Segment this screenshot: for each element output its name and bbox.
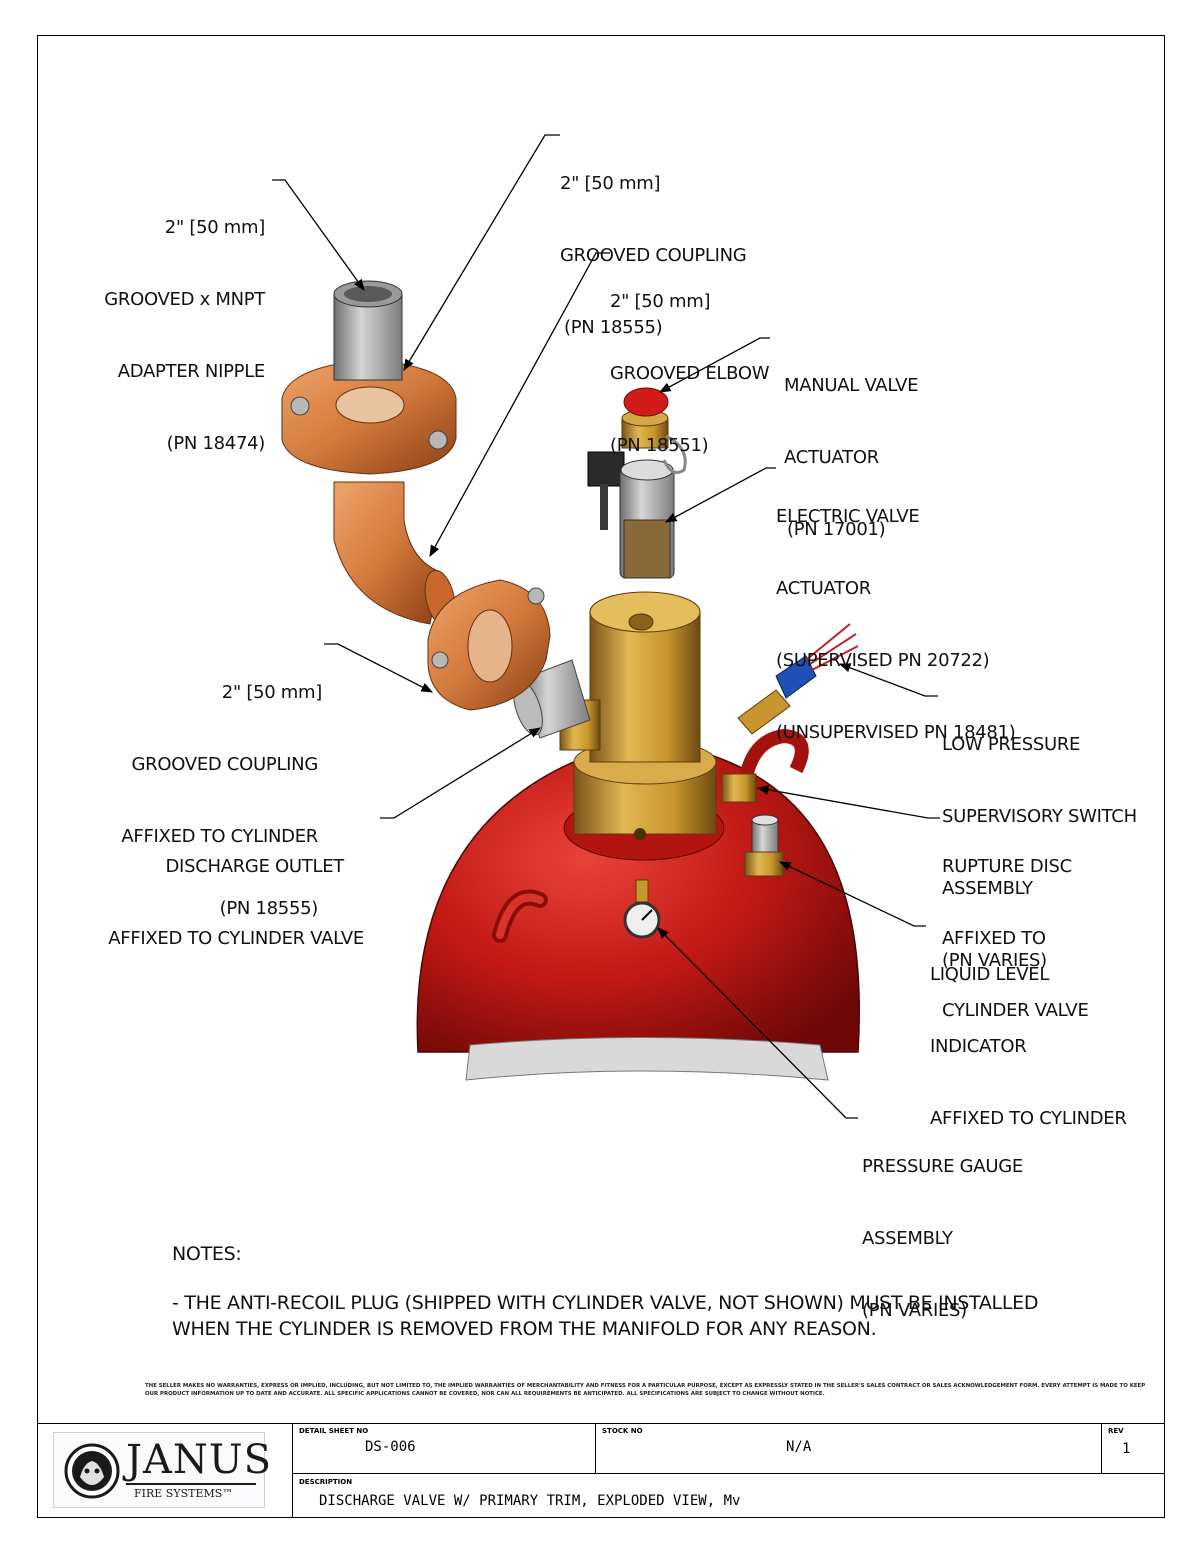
callout-line: (PN 17001) <box>787 519 886 540</box>
discharge-outlet-part <box>513 659 591 739</box>
electric-actuator-part <box>587 451 675 579</box>
callout-low-pressure-switch: LOW PRESSURE SUPERVISORY SWITCH ASSEMBLY… <box>942 685 1137 997</box>
callout-pressure-gauge: PRESSURE GAUGE ASSEMBLY (PN VARIES) <box>862 1107 1023 1347</box>
adapter-nipple-part <box>333 280 403 381</box>
notes-line: - THE ANTI-RECOIL PLUG (SHIPPED WITH CYL… <box>172 1292 1039 1314</box>
rev-value: 1 <box>1122 1441 1131 1457</box>
logo-wordmark: JANUS <box>126 1437 273 1483</box>
callout-line: GROOVED ELBOW <box>610 363 770 384</box>
callout-line: (UNSUPERVISED PN 18481) <box>776 722 1016 743</box>
callout-grooved-coupling: 2" [50 mm] GROOVED COUPLING (PN 18555) <box>560 124 747 364</box>
detail-sheet-value: DS-006 <box>365 1439 416 1455</box>
notes-heading: NOTES: <box>172 1243 242 1265</box>
red-tube <box>738 728 809 784</box>
callout-line: ADAPTER NIPPLE <box>117 361 266 382</box>
callout-line: (PN 18555) <box>564 317 663 338</box>
callout-line: (PN VARIES) <box>862 1300 967 1321</box>
drawing-sheet-border <box>37 35 1165 1518</box>
callout-line: AFFIXED TO <box>942 928 1046 949</box>
logo-underline <box>126 1483 256 1485</box>
callout-line: ACTUATOR <box>784 447 879 468</box>
valve-body <box>559 591 717 840</box>
callout-grooved-elbow: 2" [50 mm] GROOVED ELBOW (PN 18551) <box>610 242 770 482</box>
callout-line: ACTUATOR <box>776 578 871 599</box>
rev-caption: REV <box>1108 1427 1124 1435</box>
callout-line: 2" [50 mm] <box>560 173 661 194</box>
rev-cell: REV 1 <box>1101 1423 1165 1473</box>
callout-rupture-disc: RUPTURE DISC AFFIXED TO CYLINDER VALVE <box>942 807 1089 1047</box>
callout-line: (PN VARIES) <box>942 950 1047 971</box>
leader-lines <box>272 134 940 1119</box>
callout-line: GROOVED COUPLING <box>131 754 319 775</box>
callout-line: INDICATOR <box>930 1036 1027 1057</box>
description-value: DISCHARGE VALVE W/ PRIMARY TRIM, EXPLODE… <box>319 1493 741 1509</box>
title-block: JANUS FIRE SYSTEMS™ DETAIL SHEET NO DS-0… <box>37 1423 1165 1518</box>
callout-electric-actuator: ELECTRIC VALVE ACTUATOR (SUPERVISED PN 2… <box>776 457 1016 769</box>
callout-line: LOW PRESSURE <box>942 734 1081 755</box>
elbow-part <box>333 481 456 627</box>
callout-adapter-nipple: 2" [50 mm] GROOVED x MNPT ADAPTER NIPPLE… <box>104 168 265 480</box>
callout-line: ASSEMBLY <box>942 878 1033 899</box>
callout-line: GROOVED COUPLING <box>560 245 747 266</box>
upper-coupling-part <box>281 359 457 475</box>
callout-line: SUPERVISORY SWITCH <box>942 806 1137 827</box>
stock-value: N/A <box>786 1439 812 1455</box>
callout-line: GROOVED x MNPT <box>104 289 265 310</box>
stock-caption: STOCK NO <box>602 1427 643 1435</box>
stock-cell: STOCK NO N/A <box>595 1423 1101 1473</box>
lower-coupling-part <box>427 579 551 711</box>
callout-line: PRESSURE GAUGE <box>862 1156 1023 1177</box>
rupture-disc-part <box>721 773 757 803</box>
callout-coupling-cylinder: 2" [50 mm] GROOVED COUPLING AFFIXED TO C… <box>121 633 322 945</box>
callout-manual-actuator: MANUAL VALVE ACTUATOR (PN 17001) <box>784 326 918 566</box>
description-caption: DESCRIPTION <box>299 1478 353 1486</box>
callout-line: (SUPERVISED PN 20722) <box>776 650 990 671</box>
callout-line: AFFIXED TO CYLINDER <box>930 1108 1127 1129</box>
callout-discharge-outlet: DISCHARGE OUTLET AFFIXED TO CYLINDER VAL… <box>108 807 364 975</box>
liquid-level-part <box>744 814 784 877</box>
callout-line: ELECTRIC VALVE <box>776 506 920 527</box>
callout-line: (PN 18551) <box>610 435 709 456</box>
description-cell: DESCRIPTION DISCHARGE VALVE W/ PRIMARY T… <box>292 1473 1165 1518</box>
callout-liquid-level: LIQUID LEVEL INDICATOR AFFIXED TO CYLIND… <box>930 915 1127 1155</box>
callout-line: ASSEMBLY <box>862 1228 953 1249</box>
low-pressure-switch-part <box>737 623 859 735</box>
detail-sheet-caption: DETAIL SHEET NO <box>299 1427 369 1435</box>
callout-line: LIQUID LEVEL <box>930 964 1050 985</box>
callout-line: AFFIXED TO CYLINDER VALVE <box>108 928 364 949</box>
janus-emblem-icon <box>64 1443 120 1499</box>
janus-logo: JANUS FIRE SYSTEMS™ <box>53 1432 271 1508</box>
detail-sheet-cell: DETAIL SHEET NO DS-006 <box>292 1423 595 1473</box>
title-block-frame <box>37 1423 1165 1518</box>
callout-line: MANUAL VALVE <box>784 375 919 396</box>
manual-actuator-part <box>621 387 687 474</box>
callout-line: DISCHARGE OUTLET <box>165 856 345 877</box>
notes-line: WHEN THE CYLINDER IS REMOVED FROM THE MA… <box>172 1318 877 1340</box>
callout-line: 2" [50 mm] <box>610 291 711 312</box>
callout-line: 2" [50 mm] <box>164 217 266 238</box>
callout-line: (PN 18474) <box>166 433 266 454</box>
callout-line: 2" [50 mm] <box>221 682 323 703</box>
callout-line: RUPTURE DISC <box>942 856 1072 877</box>
pressure-gauge-part <box>623 879 661 939</box>
logo-subtext: FIRE SYSTEMS™ <box>134 1487 234 1500</box>
callout-line: AFFIXED TO CYLINDER <box>121 826 318 847</box>
callout-line: CYLINDER VALVE <box>942 1000 1089 1021</box>
disclaimer-text: THE SELLER MAKES NO WARRANTIES, EXPRESS … <box>145 1383 1146 1397</box>
callout-line: (PN 18555) <box>219 898 319 919</box>
